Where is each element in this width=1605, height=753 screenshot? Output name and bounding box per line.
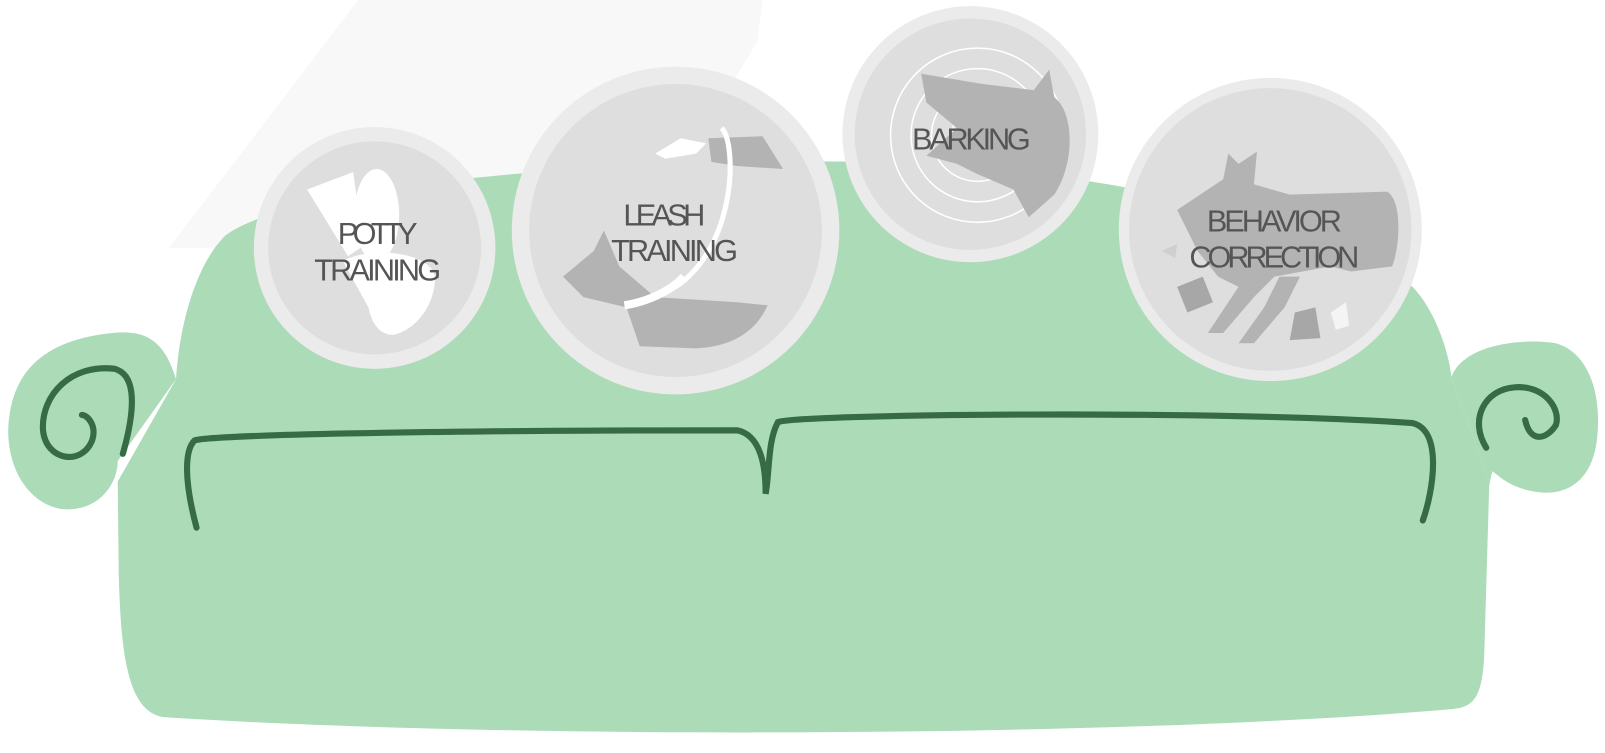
dog-leash-icon bbox=[562, 126, 784, 349]
service-label-line2: CORRECTION bbox=[1189, 239, 1361, 274]
right-arm-swirl bbox=[1475, 384, 1560, 451]
toilet-icon bbox=[307, 169, 436, 335]
service-label-line1: POTTY bbox=[338, 216, 420, 251]
service-leash-training[interactable]: LEASH TRAINING bbox=[511, 66, 840, 395]
sofa-cushion-lines bbox=[183, 411, 1437, 531]
barking-dog-icon bbox=[921, 69, 1070, 218]
service-label-line2: TRAINING bbox=[314, 253, 443, 288]
service-behavior-correction[interactable]: BEHAVIOR CORRECTION bbox=[1118, 77, 1422, 382]
service-label-line1: BEHAVIOR bbox=[1207, 204, 1344, 239]
service-barking[interactable]: BARKING bbox=[842, 6, 1099, 263]
service-label-line1: LEASH bbox=[623, 197, 707, 232]
service-potty-training[interactable]: POTTY TRAINING bbox=[253, 127, 496, 369]
left-arm-swirl bbox=[39, 365, 135, 460]
dog-mess-icon bbox=[1161, 151, 1399, 344]
service-label-line2: TRAINING bbox=[611, 233, 740, 268]
service-label-line1: BARKING bbox=[912, 122, 1033, 157]
